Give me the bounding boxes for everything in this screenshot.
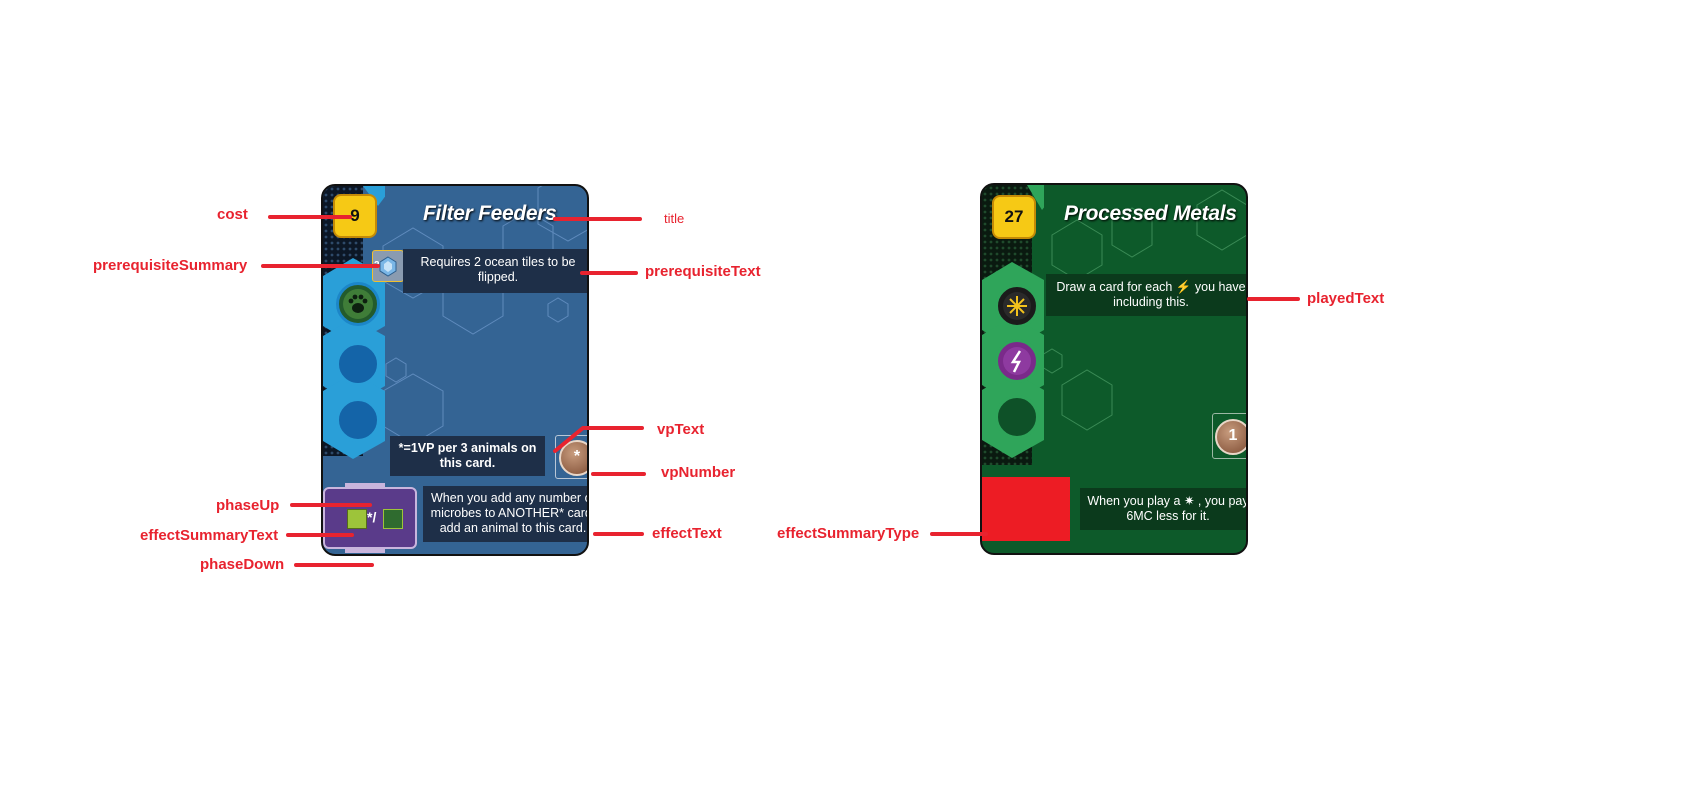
card-processed-metals[interactable]: 27 Processed Metals Draw a card for each… xyxy=(980,183,1248,555)
label-phase-up: phaseUp xyxy=(216,497,280,514)
effect-summary-text: */ xyxy=(367,509,377,525)
vp-number: 1 xyxy=(1215,419,1246,455)
empty-tag-slot xyxy=(995,395,1039,439)
card-title: Filter Feeders xyxy=(423,202,557,225)
label-played-text: playedText xyxy=(1307,290,1385,307)
paw-icon xyxy=(343,289,373,319)
animal-icon xyxy=(383,509,403,529)
label-prerequisite-text: prerequisiteText xyxy=(645,263,761,280)
hex-background xyxy=(1041,189,1246,431)
label-phase-down: phaseDown xyxy=(200,556,285,573)
building-tag xyxy=(995,284,1039,328)
cost-tag: 27 xyxy=(992,195,1036,239)
empty-tag-slot xyxy=(336,342,380,386)
effect-text: When you add any number of microbes to A… xyxy=(423,486,587,542)
effect-summary-type xyxy=(982,477,1070,541)
effect-summary: */ xyxy=(323,483,417,553)
vp-frame xyxy=(1212,413,1246,459)
effect-text: When you play a ✷ , you pay 6MC less for… xyxy=(1080,488,1246,530)
ocean-tile-icon xyxy=(379,256,397,277)
lightning-icon xyxy=(1003,347,1031,375)
label-cost: cost xyxy=(217,206,248,223)
label-vp-number: vpNumber xyxy=(661,464,736,481)
card-title: Processed Metals xyxy=(1064,202,1237,225)
microbe-icon xyxy=(347,509,367,529)
label-title: title xyxy=(664,211,685,226)
prerequisite-text: Requires 2 ocean tiles to be flipped. xyxy=(403,249,587,293)
label-vp-text: vpText xyxy=(657,421,705,438)
phase-down xyxy=(345,547,385,553)
empty-tag-slot xyxy=(336,398,380,442)
label-effect-text: effectText xyxy=(652,525,722,542)
vp-text: *=1VP per 3 animals on this card. xyxy=(390,436,545,476)
animal-tag xyxy=(336,282,380,326)
label-prerequisite-summary: prerequisiteSummary xyxy=(93,257,248,274)
phase-up xyxy=(345,483,385,489)
label-effect-summary-type: effectSummaryType xyxy=(777,525,920,542)
building-icon xyxy=(1003,292,1031,320)
power-tag xyxy=(995,339,1039,383)
card-filter-feeders[interactable]: 9 Filter Feeders 2 Requires 2 ocean tile… xyxy=(321,184,589,556)
label-effect-summary-text: effectSummaryText xyxy=(140,527,279,544)
played-text: Draw a card for each ⚡ you have includin… xyxy=(1046,274,1246,316)
